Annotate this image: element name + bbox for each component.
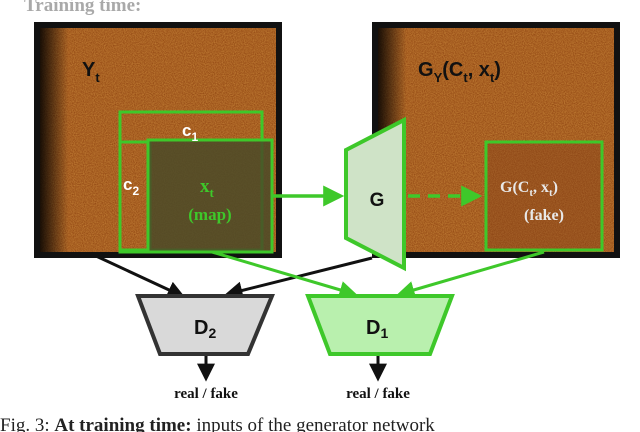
- arrow-map-to-d1: [211, 250, 358, 299]
- fake-label-line1: G(Ct, xt): [500, 179, 558, 199]
- fake-label-line2: (fake): [524, 207, 564, 224]
- arrow-right-to-d2: [224, 256, 373, 300]
- left-image-label: Yt: [82, 59, 100, 85]
- caption-bold: At training time:: [54, 416, 192, 432]
- map-label-line1: xt: [200, 176, 215, 200]
- crop-c1-label: c1: [182, 121, 198, 144]
- d1-output-label: real / fake: [346, 386, 410, 402]
- arrow-left-to-d2: [95, 254, 186, 299]
- map-label-line2: (map): [188, 205, 231, 224]
- crop-c2-label: c2: [123, 175, 139, 198]
- discriminator-d1-block: [305, 294, 455, 356]
- caption-rest: inputs of the generator network: [191, 416, 435, 432]
- generator-label: G: [370, 190, 385, 211]
- figure-caption: Fig. 3: At training time: inputs of the …: [0, 416, 640, 432]
- map-box: [146, 138, 274, 254]
- generator-block: [344, 116, 406, 272]
- caption-prefix: Fig. 3:: [0, 416, 55, 432]
- discriminator-d2-block: [135, 294, 275, 356]
- d2-label: D2: [194, 317, 216, 341]
- fake-box: [484, 140, 604, 252]
- right-image-label: GY(Ct, xt): [418, 59, 501, 85]
- d2-output-label: real / fake: [174, 386, 238, 402]
- arrow-fake-to-d1: [396, 250, 545, 299]
- heading: Training time:: [24, 0, 142, 16]
- d1-label: D1: [366, 317, 388, 341]
